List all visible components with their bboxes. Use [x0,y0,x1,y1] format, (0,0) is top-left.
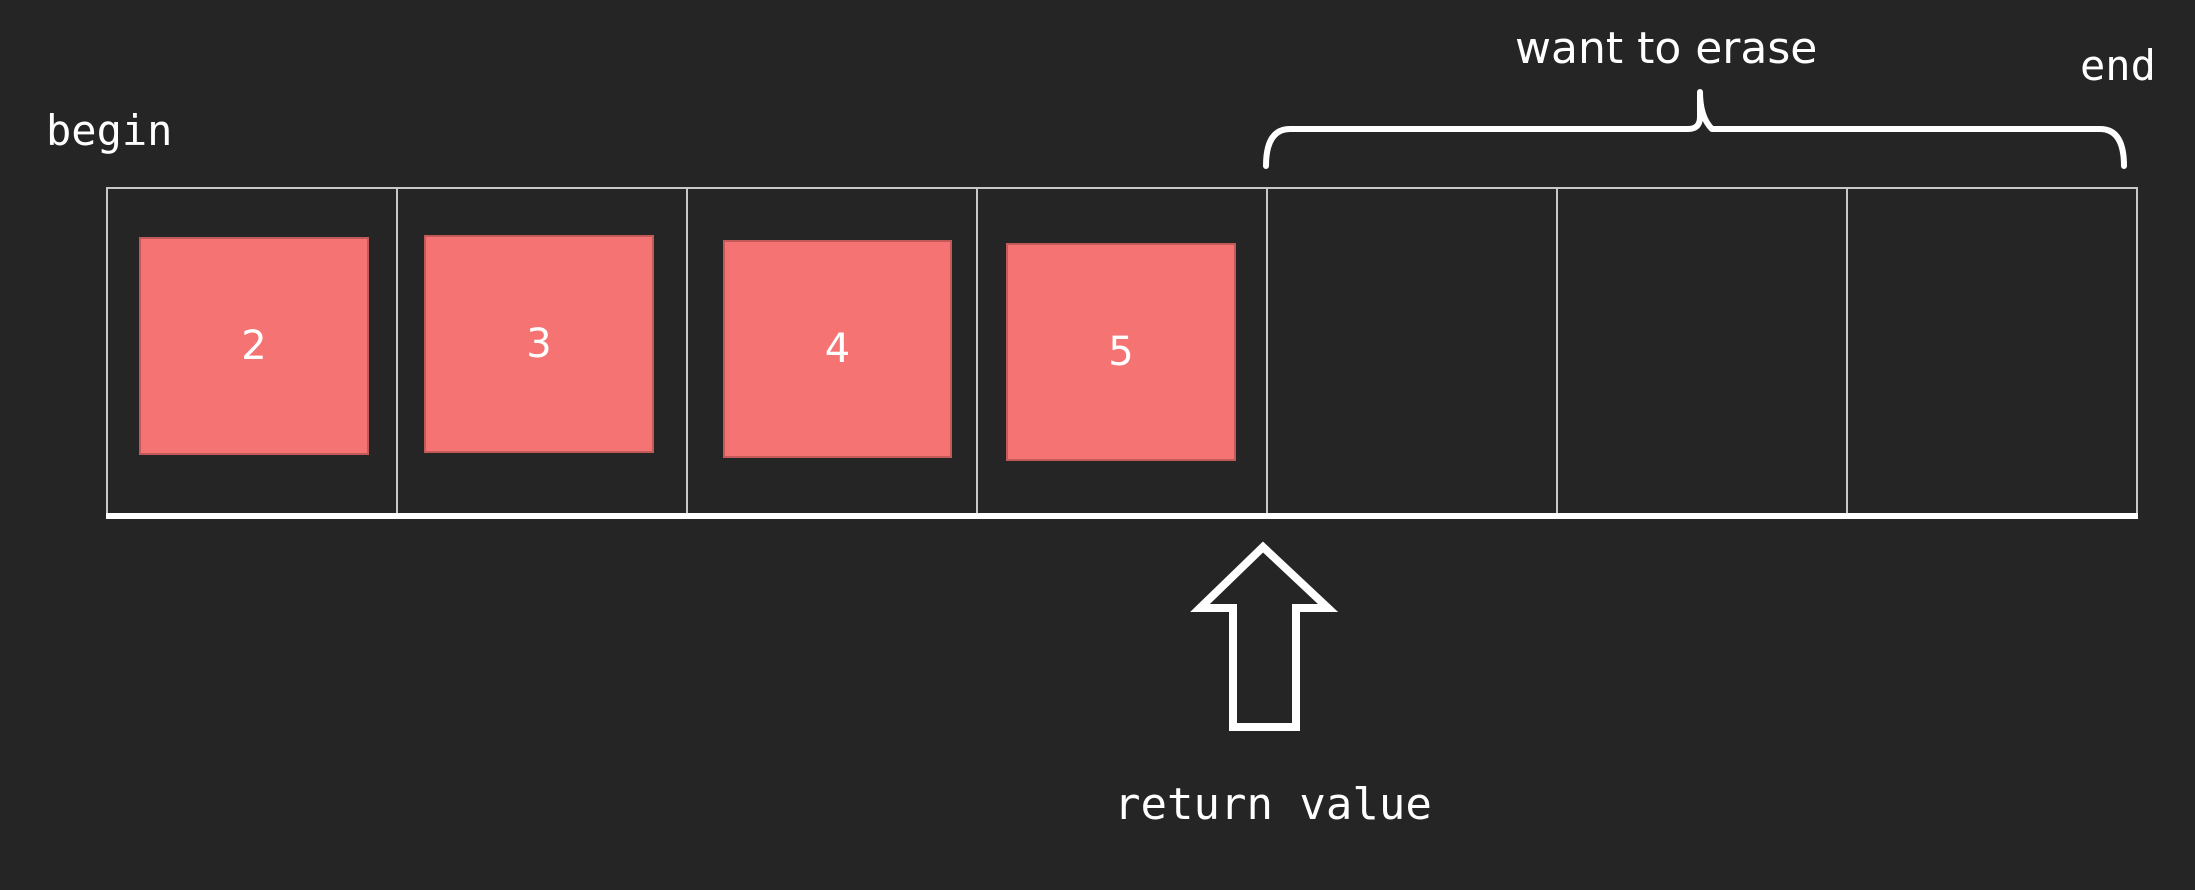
erase-range-brace [1263,89,2127,169]
element-box-4: 4 [723,240,952,458]
element-box-2: 2 [139,237,369,455]
element-box-3: 3 [424,235,654,453]
begin-label: begin [46,106,173,155]
array-baseline [106,513,2138,519]
element-box-5: 5 [1006,243,1236,461]
end-label: end [2080,41,2156,90]
want-to-erase-label: want to erase [1515,23,1818,74]
return-arrow-icon [1190,541,1339,731]
return-value-label: return value [1114,779,1432,830]
